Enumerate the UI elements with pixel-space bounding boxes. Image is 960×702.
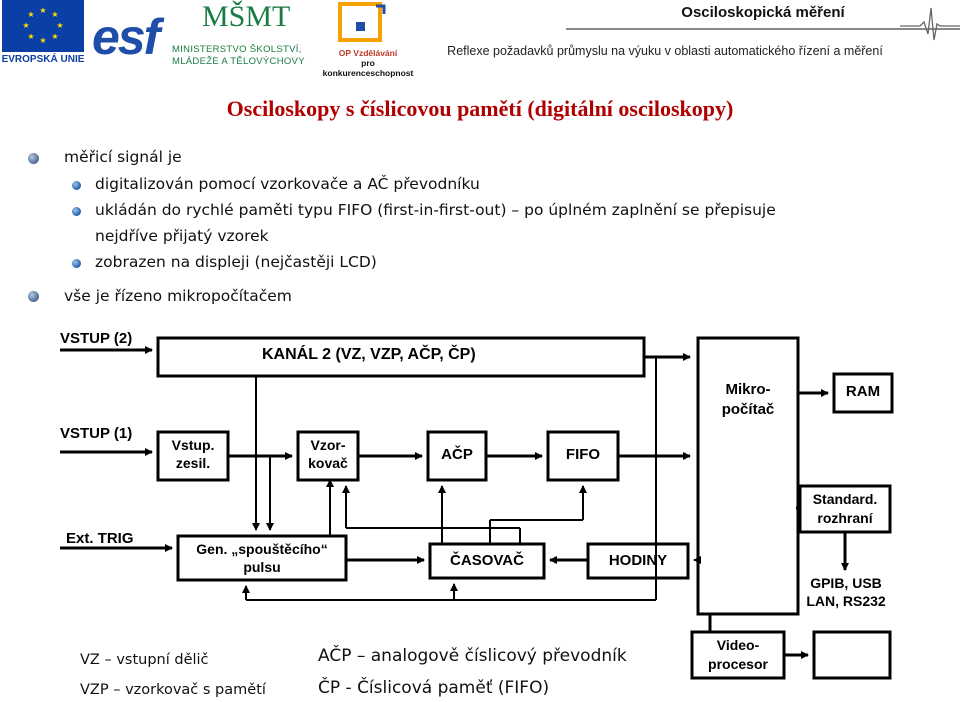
std-interface-label: Standard. rozhraní [800, 490, 890, 528]
sub-bullet-text: zobrazen na displeji (nejčastěji LCD) [95, 253, 377, 271]
ram-label: RAM [845, 383, 881, 400]
msmt-logo: MŠMT MINISTERSTVO ŠKOLSTVÍ, MLÁDEŽE A TĚ… [172, 0, 312, 70]
timer-box [428, 542, 546, 580]
video-label-line2: procesor [708, 656, 768, 672]
esf-logo: esf [92, 9, 160, 65]
legend-vz: VZ – vstupní dělič [80, 652, 209, 668]
std-interface-box [798, 484, 892, 534]
std-interface-label-line1: Standard. [812, 491, 878, 507]
header-rule [566, 28, 960, 30]
sub-bullet-text: digitalizován pomocí vzorkovače a AČ pře… [95, 175, 480, 193]
msmt-logo-mark: MŠMT [202, 0, 291, 33]
video-label: Video- procesor [692, 636, 784, 674]
bullet-text: měřicí signál je [64, 148, 182, 166]
clock-label: HODINY [608, 552, 668, 569]
adc-label: AČP [441, 446, 473, 463]
trig-gen-box [176, 534, 348, 582]
op-logo-line1: OP Vzdělávání [338, 48, 398, 58]
video-label-line1: Video- [716, 637, 760, 653]
attenuator-label-line1: Vstup. [171, 437, 215, 453]
fifo-box [546, 430, 620, 482]
std-interface-label-line2: rozhraní [817, 510, 873, 526]
buses-label: GPIB, USB LAN, RS232 [786, 574, 906, 610]
svg-text:★: ★ [39, 36, 46, 45]
trig-gen-label-line2: pulsu [243, 559, 281, 575]
video-box [690, 630, 786, 680]
input1-label: VSTUP (1) [60, 425, 133, 442]
display-box [812, 630, 892, 680]
legend-vzp: VZP – vzorkovač s pamětí [80, 682, 266, 698]
fifo-label: FIFO [565, 446, 601, 463]
header-title: Osciloskopická měření [681, 4, 845, 21]
bullet-text: vše je řízeno mikropočítačem [64, 287, 292, 305]
slide-title: Osciloskopy s číslicovou pamětí (digitál… [226, 96, 734, 121]
input2-label: VSTUP (2) [60, 330, 133, 347]
sub-bullet-text: ukládán do rychlé paměti typu FIFO (firs… [95, 201, 776, 219]
ram-box [832, 372, 894, 414]
trig-gen-label: Gen. „spouštěcího“ pulsu [178, 540, 346, 576]
clock-box [586, 542, 690, 580]
mcu-box [696, 336, 800, 616]
svg-text:★: ★ [56, 21, 63, 30]
svg-text:★: ★ [39, 6, 46, 15]
eu-stars-icon: ★ ★ ★ ★ ★ ★ ★ ★ [22, 6, 63, 45]
bullet-icon [28, 291, 39, 302]
attenuator-label-line2: zesil. [175, 455, 211, 471]
svg-text:★: ★ [22, 21, 29, 30]
op-logo: OP Vzdělávání pro konkurenceschopnost [318, 0, 418, 78]
sub-bullet-icon [72, 259, 81, 268]
sub-bullet-text-continued: nejdříve přijatý vzorek [95, 227, 269, 245]
msmt-logo-line2: MLÁDEŽE A TĚLOVÝCHOVY [172, 56, 305, 67]
sampler-label-line1: Vzor- [310, 437, 346, 453]
sub-bullet-icon [72, 181, 81, 190]
ext-trig-label: Ext. TRIG [66, 530, 134, 547]
msmt-logo-line1: MINISTERSTVO ŠKOLSTVÍ, [172, 44, 302, 55]
svg-text:★: ★ [51, 10, 58, 19]
mcu-label-line2: počítač [721, 401, 775, 418]
svg-text:★: ★ [51, 32, 58, 41]
svg-text:★: ★ [27, 10, 34, 19]
mcu-label-line1: Mikro- [725, 381, 771, 398]
svg-text:★: ★ [27, 32, 34, 41]
sampler-label: Vzor- kovač [298, 436, 358, 472]
legend-acp: AČP – analogově číslicový převodník [318, 646, 627, 666]
buses-label-line1: GPIB, USB [810, 575, 882, 591]
mcu-label: Mikro- počítač [698, 380, 798, 420]
sub-bullet-icon [72, 207, 81, 216]
buses-label-line2: LAN, RS232 [806, 593, 886, 609]
sampler-label-line2: kovač [308, 455, 348, 471]
op-logo-mark-icon [338, 2, 386, 42]
op-logo-line2: pro konkurenceschopnost [322, 58, 414, 78]
eu-logo: ★ ★ ★ ★ ★ ★ ★ ★ EVROPSKÁ UNIE [0, 0, 86, 70]
attenuator-label: Vstup. zesil. [158, 436, 228, 472]
channel2-label: KANÁL 2 (VZ, VZP, AČP, ČP) [262, 346, 476, 363]
signal-wave-icon [900, 7, 960, 41]
bullet-icon [28, 153, 39, 164]
trig-gen-label-line1: Gen. „spouštěcího“ [196, 541, 328, 557]
header-subtitle: Reflexe požadavků průmyslu na výuku v ob… [447, 44, 883, 58]
eu-logo-label: EVROPSKÁ UNIE [1, 54, 85, 65]
legend-cp: ČP - Číslicová paměť (FIFO) [318, 678, 550, 698]
timer-label: ČASOVAČ [450, 552, 524, 569]
